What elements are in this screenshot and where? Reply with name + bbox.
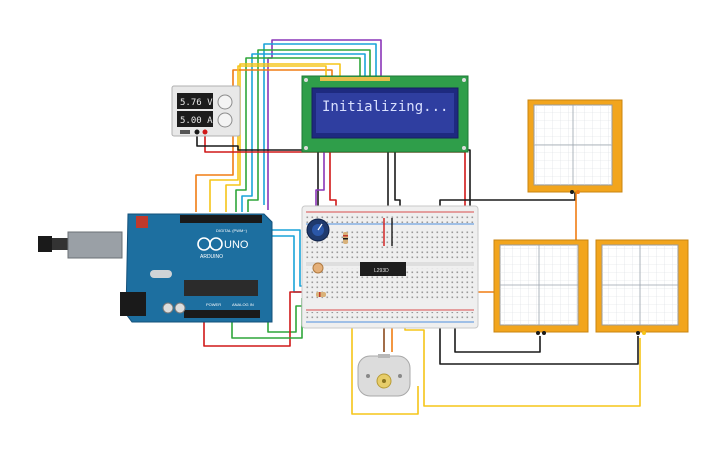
oscilloscope-middle[interactable]: [493, 239, 589, 335]
arduino-model-label: UNO: [224, 239, 249, 251]
wire-black-scope-mid[interactable]: [454, 318, 541, 353]
wire-purple-lcd[interactable]: [267, 39, 382, 210]
positive-terminal[interactable]: [202, 129, 208, 135]
reset-button[interactable]: [136, 216, 148, 228]
oscilloscope-right[interactable]: [595, 239, 689, 335]
arduino-infinity-logo: [197, 237, 223, 251]
analog-pins-label: ANALOG IN: [232, 302, 254, 307]
current-readout: 5.00 A: [180, 116, 213, 126]
wire-cyan-lcd-2[interactable]: [241, 53, 366, 212]
wire-purple-lcd-bottom[interactable]: [315, 150, 325, 218]
negative-terminal[interactable]: [194, 129, 200, 135]
wire-black-supply[interactable]: [196, 134, 471, 210]
wire-blue-lcd[interactable]: [263, 43, 377, 205]
wire-black-scope-right[interactable]: [439, 318, 639, 365]
arduino-brand-label: ARDUINO: [200, 254, 223, 260]
digital-pins-label: DIGITAL (PWM~): [216, 228, 248, 233]
arduino-uno[interactable]: UNO ARDUINO DIGITAL (PWM~) POWER ANALOG …: [38, 213, 273, 323]
usb-port[interactable]: [67, 231, 123, 259]
resistor-2: [316, 292, 326, 297]
digital-header: [180, 215, 262, 223]
usb-cable-plug: [38, 236, 52, 252]
power-jack[interactable]: [120, 292, 146, 316]
wire-red-to-board[interactable]: [203, 291, 316, 347]
lcd-text: Initializing...: [322, 99, 448, 115]
microcontroller-chip: [184, 280, 258, 296]
capacitor-2: [174, 302, 186, 314]
power-analog-header: [184, 310, 260, 318]
power-supply[interactable]: 5.76 V 5.00 A: [171, 85, 241, 137]
lcd-screen: [316, 93, 454, 133]
crystal: [150, 270, 172, 278]
power-switch[interactable]: [180, 130, 190, 134]
motor-driver-ic[interactable]: L293D: [360, 262, 406, 276]
voltage-display: [177, 93, 213, 109]
dc-motor[interactable]: [357, 354, 411, 397]
oscilloscope-top[interactable]: [527, 99, 623, 194]
ic-label: L293D: [374, 268, 389, 274]
wire-green-lcd[interactable]: [247, 49, 371, 212]
resistor: [343, 232, 348, 244]
lcd-pin-header: [320, 77, 390, 81]
voltage-readout: 5.76 V: [180, 98, 213, 108]
lcd-module[interactable]: Initializing...: [301, 75, 469, 153]
photoresistor: [312, 262, 324, 274]
wire-green-lcd-2[interactable]: [235, 57, 361, 212]
power-pins-label: POWER: [206, 302, 221, 307]
potentiometer[interactable]: [306, 218, 330, 242]
current-display: [177, 111, 213, 127]
current-knob[interactable]: [217, 112, 233, 128]
wire-black-scope-top[interactable]: [439, 192, 576, 210]
capacitor: [162, 302, 174, 314]
voltage-knob[interactable]: [217, 94, 233, 110]
